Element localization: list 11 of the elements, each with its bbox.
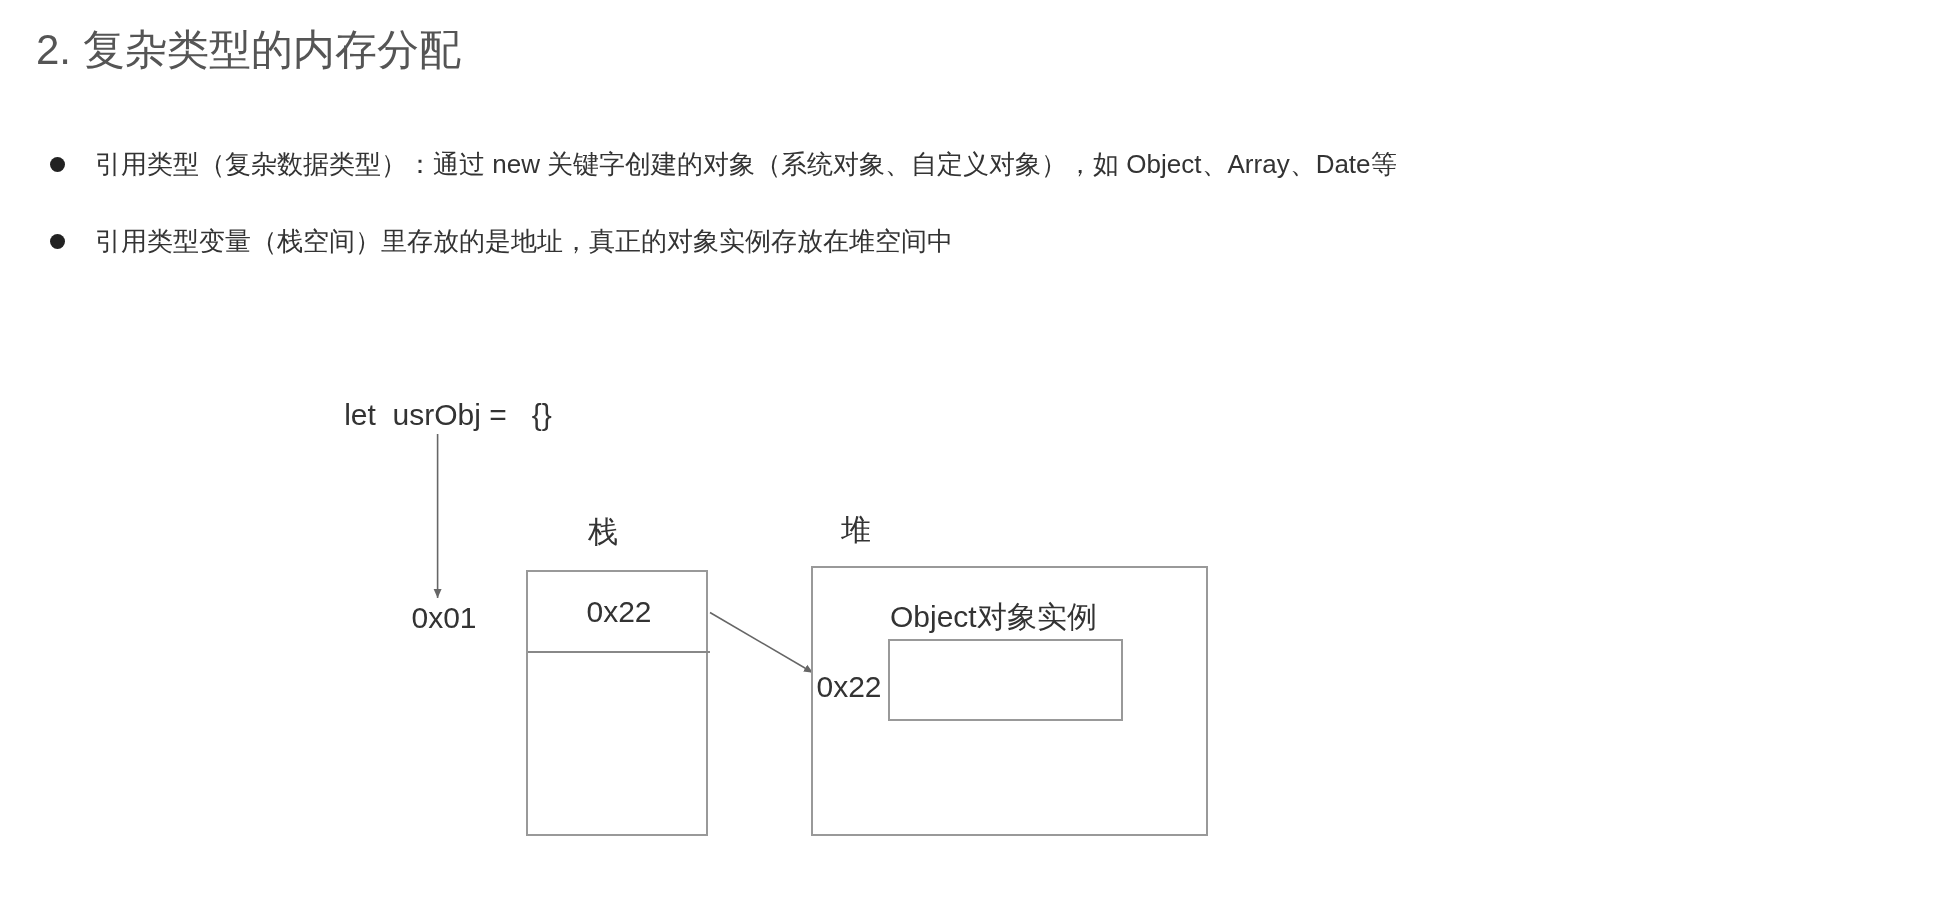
bullet-text: 引用类型（复杂数据类型）：通过 new 关键字创建的对象（系统对象、自定义对象），如 Object、Array、Date等	[95, 148, 1397, 181]
memory-heading: 栈	[588, 514, 618, 550]
code-text: let usrObj = {}	[344, 396, 552, 433]
address-text: 0x22	[816, 668, 882, 705]
bullet-text: 引用类型变量（栈空间）里存放的是地址，真正的对象实例存放在堆空间中	[95, 225, 953, 258]
memory-heading: 堆	[841, 512, 871, 548]
slide-title: 2. 复杂类型的内存分配	[36, 25, 461, 75]
box-heading: Object对象实例	[890, 599, 1097, 635]
arrow	[433, 433, 442, 599]
address-text: 0x01	[411, 599, 477, 636]
address-text: 0x22	[586, 594, 652, 630]
